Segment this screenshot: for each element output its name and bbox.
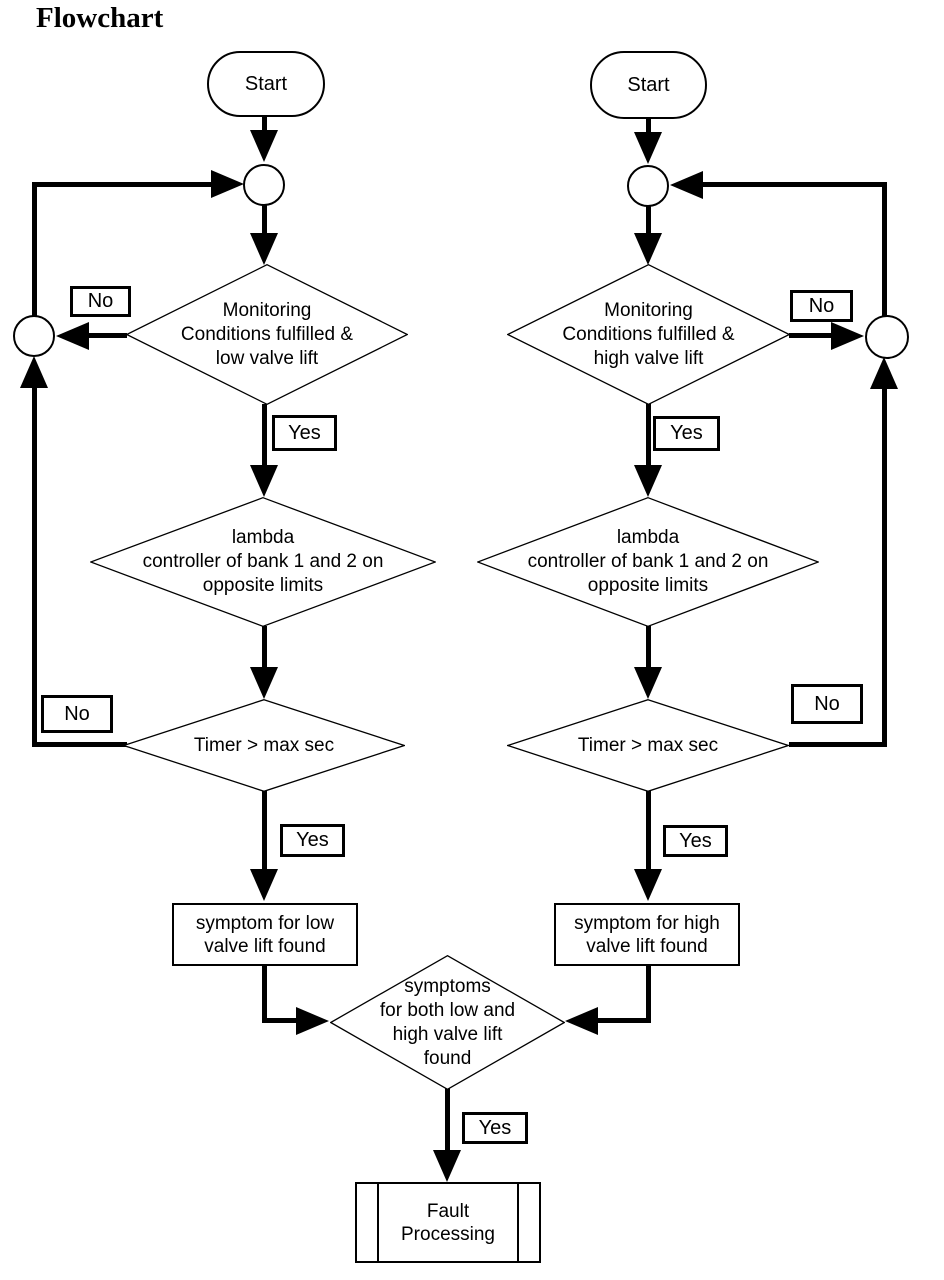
connector-right-start bbox=[646, 118, 651, 134]
arrowhead-right-merge bbox=[565, 1007, 598, 1035]
connector-left-symptom-merge-h bbox=[262, 1018, 298, 1023]
yes-label-timer-left: Yes bbox=[280, 824, 345, 857]
connector-right-loop-top-v bbox=[882, 182, 887, 317]
connector-right-monitoring-yes bbox=[646, 403, 651, 466]
yes-label-timer-right: Yes bbox=[663, 825, 728, 857]
arrowhead-fault bbox=[433, 1150, 461, 1182]
decision-label: symptoms for both low and high valve lif… bbox=[379, 975, 516, 1069]
connector-right-lambda-timer bbox=[646, 626, 651, 669]
connector-left-loop-top-h bbox=[32, 182, 213, 187]
junction-circle-right bbox=[627, 165, 669, 207]
decision-label: Timer > max sec bbox=[577, 734, 719, 756]
arrowhead-left-merge bbox=[296, 1007, 329, 1035]
no-label-monitoring-right: No bbox=[790, 290, 853, 322]
arrowhead-right-lambda bbox=[634, 465, 662, 497]
junction-circle-left bbox=[243, 164, 285, 206]
connector-right-loop-top-h bbox=[701, 182, 887, 187]
timer-decision-right: Timer > max sec bbox=[507, 699, 789, 792]
diamond-shape bbox=[90, 497, 436, 627]
diamond-shape bbox=[507, 264, 790, 405]
connector-merge-fault bbox=[445, 1088, 450, 1152]
predefined-process-bar-right bbox=[517, 1184, 519, 1261]
connector-left-symptom-merge-v bbox=[262, 965, 267, 1021]
connector-left-loop-bottom-v bbox=[32, 388, 37, 746]
arrowhead-left-monitoring-no bbox=[56, 322, 89, 350]
predefined-process-bar-left bbox=[377, 1184, 379, 1261]
arrowhead-left-timer bbox=[250, 667, 278, 699]
connector-right-timer-yes bbox=[646, 790, 651, 871]
diamond-shape bbox=[330, 955, 565, 1090]
arrowhead-left-loop-circle bbox=[20, 356, 48, 388]
loop-circle-left bbox=[13, 315, 55, 357]
decision-label: Monitoring Conditions fulfilled & low va… bbox=[180, 299, 354, 369]
symptom-box-right: symptom for high valve lift found bbox=[554, 903, 740, 966]
timer-decision-left: Timer > max sec bbox=[123, 699, 405, 792]
page-title: Flowchart bbox=[36, 2, 164, 34]
connector-right-junction-monitoring bbox=[646, 205, 651, 235]
no-label-timer-right: No bbox=[791, 684, 863, 724]
arrowhead-right-loop-junction bbox=[670, 171, 703, 199]
diamond-shape bbox=[507, 699, 789, 792]
arrowhead-left-monitoring bbox=[250, 233, 278, 265]
connector-left-monitoring-no bbox=[87, 333, 127, 338]
connector-right-symptom-merge-h bbox=[598, 1018, 651, 1023]
arrowhead-left-loop-junction bbox=[211, 170, 244, 198]
diamond-shape bbox=[123, 699, 405, 792]
arrowhead-left-symptom bbox=[250, 869, 278, 901]
connector-right-symptom-merge-v bbox=[646, 965, 651, 1021]
fault-processing-box: Fault Processing bbox=[355, 1182, 541, 1263]
decision-label: Monitoring Conditions fulfilled & high v… bbox=[562, 299, 735, 369]
lambda-decision-right: lambda controller of bank 1 and 2 on opp… bbox=[477, 497, 819, 627]
connector-left-junction-monitoring bbox=[262, 205, 267, 235]
connector-left-lambda-timer bbox=[262, 626, 267, 669]
connector-left-timer-no bbox=[32, 742, 127, 747]
connector-left-timer-yes bbox=[262, 790, 267, 871]
diamond-shape bbox=[126, 264, 408, 405]
arrowhead-right-symptom bbox=[634, 869, 662, 901]
diamond-shape bbox=[477, 497, 819, 627]
decision-label: lambda controller of bank 1 and 2 on opp… bbox=[527, 527, 769, 596]
loop-circle-right bbox=[865, 315, 909, 359]
merge-decision: symptoms for both low and high valve lif… bbox=[330, 955, 565, 1090]
fault-processing-label: Fault Processing bbox=[401, 1200, 495, 1245]
arrowhead-right-monitoring-no bbox=[831, 322, 864, 350]
arrowhead-left-lambda bbox=[250, 465, 278, 497]
decision-label: lambda controller of bank 1 and 2 on opp… bbox=[142, 527, 384, 596]
connector-left-monitoring-yes bbox=[262, 404, 267, 466]
yes-label-merge: Yes bbox=[462, 1112, 528, 1144]
connector-left-loop-top-v bbox=[32, 182, 37, 317]
decision-label: Timer > max sec bbox=[193, 734, 335, 756]
arrowhead-right-monitoring bbox=[634, 233, 662, 265]
no-label-timer-left: No bbox=[41, 695, 113, 733]
yes-label-monitoring-right: Yes bbox=[653, 416, 720, 451]
arrowhead-right-start bbox=[634, 132, 662, 164]
arrowhead-right-loop-circle bbox=[870, 357, 898, 389]
arrowhead-right-timer bbox=[634, 667, 662, 699]
connector-right-loop-bottom-v bbox=[882, 388, 887, 746]
start-terminator-left: Start bbox=[207, 51, 325, 117]
monitoring-decision-right: Monitoring Conditions fulfilled & high v… bbox=[507, 264, 790, 405]
connector-right-timer-no bbox=[789, 742, 887, 747]
start-terminator-right: Start bbox=[590, 51, 707, 119]
yes-label-monitoring-left: Yes bbox=[272, 415, 337, 451]
connector-left-start bbox=[262, 116, 267, 132]
no-label-monitoring-left: No bbox=[70, 286, 131, 317]
symptom-box-left: symptom for low valve lift found bbox=[172, 903, 358, 966]
arrowhead-left-start bbox=[250, 130, 278, 162]
lambda-decision-left: lambda controller of bank 1 and 2 on opp… bbox=[90, 497, 436, 627]
connector-right-monitoring-no bbox=[789, 333, 831, 338]
monitoring-decision-left: Monitoring Conditions fulfilled & low va… bbox=[126, 264, 408, 405]
